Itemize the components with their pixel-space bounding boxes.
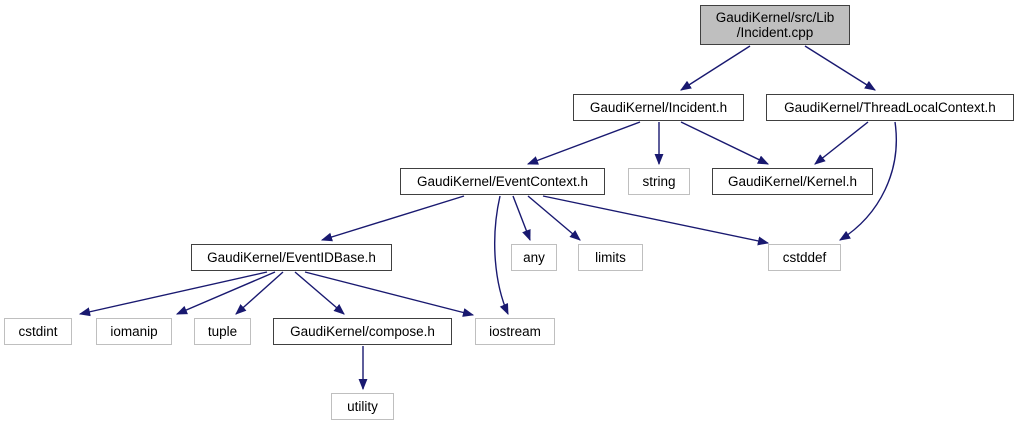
node-label-eventcontext_h: GaudiKernel/EventContext.h (416, 174, 589, 189)
node-label-tuple: tuple (207, 324, 238, 339)
node-compose_h[interactable]: GaudiKernel/compose.h (273, 318, 452, 345)
node-label-utility: utility (347, 399, 378, 414)
edge-incident_h-to-eventcontext_h (526, 121, 641, 165)
node-cstddef[interactable]: cstddef (768, 244, 841, 271)
node-iostream[interactable]: iostream (475, 318, 555, 345)
node-label-threadlocalcontext_h: GaudiKernel/ThreadLocalContext.h (784, 100, 996, 115)
node-utility[interactable]: utility (331, 393, 394, 420)
edge-eventcontext_h-to-limits (527, 195, 581, 241)
edge-eventcontext_h-to-any (512, 195, 531, 242)
edge-incident_cpp-to-incident_h (680, 45, 751, 91)
edge-threadlocalcontext_h-to-kernel_h (814, 121, 869, 165)
edge-eventidbase_h-to-compose_h (294, 271, 345, 315)
edge-incident_h-to-kernel_h (680, 121, 770, 165)
node-incident_cpp[interactable]: GaudiKernel/src/Lib /Incident.cpp (700, 5, 850, 45)
node-iomanip[interactable]: iomanip (96, 318, 172, 345)
edge-eventcontext_h-to-eventidbase_h (320, 195, 465, 242)
edge-eventidbase_h-to-tuple (235, 271, 284, 315)
edge-incident_cpp-to-threadlocalcontext_h (804, 45, 876, 91)
edge-eventidbase_h-to-iostream (304, 271, 475, 317)
edge-eventcontext_h-to-iostream (494, 195, 509, 316)
node-threadlocalcontext_h[interactable]: GaudiKernel/ThreadLocalContext.h (766, 94, 1014, 121)
node-tuple[interactable]: tuple (194, 318, 251, 345)
node-eventcontext_h[interactable]: GaudiKernel/EventContext.h (400, 168, 605, 195)
node-string[interactable]: string (628, 168, 690, 195)
node-limits[interactable]: limits (578, 244, 643, 271)
node-label-iostream: iostream (489, 324, 541, 339)
node-label-limits: limits (595, 250, 626, 265)
node-kernel_h[interactable]: GaudiKernel/Kernel.h (712, 168, 873, 195)
node-label-incident_cpp: GaudiKernel/src/Lib /Incident.cpp (715, 10, 835, 40)
node-cstdint[interactable]: cstdint (4, 318, 72, 345)
edge-eventcontext_h-to-cstddef (542, 195, 770, 246)
node-any[interactable]: any (511, 244, 557, 271)
node-label-string: string (642, 174, 676, 189)
node-label-kernel_h: GaudiKernel/Kernel.h (727, 174, 858, 189)
node-label-cstdint: cstdint (18, 324, 58, 339)
node-label-incident_h: GaudiKernel/Incident.h (589, 100, 728, 115)
node-incident_h[interactable]: GaudiKernel/Incident.h (573, 94, 744, 121)
node-label-compose_h: GaudiKernel/compose.h (290, 324, 435, 339)
node-label-iomanip: iomanip (110, 324, 158, 339)
node-label-any: any (523, 250, 545, 265)
node-label-eventidbase_h: GaudiKernel/EventIDBase.h (207, 250, 376, 265)
edge-eventidbase_h-to-cstdint (78, 271, 268, 317)
edge-eventidbase_h-to-iomanip (175, 271, 276, 315)
node-eventidbase_h[interactable]: GaudiKernel/EventIDBase.h (191, 244, 392, 271)
node-label-cstddef: cstddef (782, 250, 827, 265)
